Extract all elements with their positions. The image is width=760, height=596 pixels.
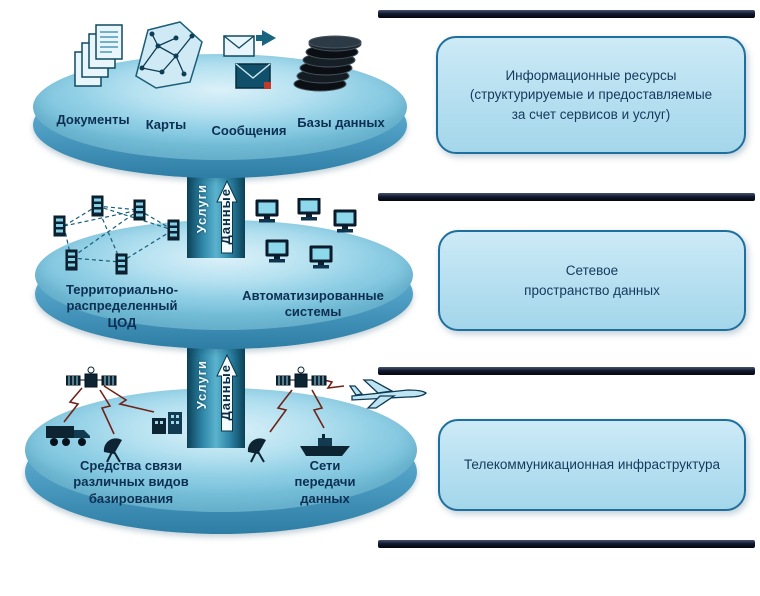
- signal-links: [63, 377, 345, 435]
- label-documents: Документы: [56, 112, 130, 127]
- label-databases: Базы данных: [297, 115, 385, 130]
- label-maps: Карты: [145, 117, 187, 132]
- label-comms-means: Средства связи различных видов базирован…: [73, 458, 189, 506]
- callout-telecom-infrastructure-text: Телекоммуникационная инфраструктура: [463, 457, 721, 473]
- callout-network-space: Сетевое пространство данных: [438, 230, 746, 331]
- callout-network-space-text: Сетевое пространство данных: [524, 262, 660, 298]
- messages-icon: [223, 30, 276, 89]
- callout-information-resources: Информационные ресурсы (структурируемые …: [436, 36, 746, 154]
- documents-icon: [74, 24, 123, 87]
- callout-information-resources-text: Информационные ресурсы (структурируемые …: [469, 67, 713, 122]
- distributed-network-icon: [53, 195, 180, 275]
- label-automated-systems: Автоматизированные системы: [242, 288, 384, 320]
- divider-bar-middle-2: [378, 367, 755, 375]
- divider-bar-bottom: [378, 540, 755, 548]
- label-distributed-dc: Территориально- распределенный ЦОД: [65, 282, 179, 330]
- label-messages: Сообщения: [211, 123, 287, 138]
- connector-network-telecom: Услуги Данные: [187, 338, 245, 448]
- up-arrow-icon: [216, 180, 238, 254]
- ship-icon: [300, 434, 350, 456]
- map-icon: [135, 21, 203, 89]
- buildings-icon: [152, 412, 182, 434]
- dish-antenna-icon: [103, 438, 122, 463]
- data-label: Данные: [218, 188, 233, 245]
- label-data-networks: Сети передачи данных: [294, 458, 356, 506]
- truck-icon: [46, 426, 90, 446]
- up-arrow-icon: [216, 354, 238, 432]
- divider-bar-middle-1: [378, 193, 755, 201]
- database-icon: [293, 35, 362, 92]
- callout-telecom-infrastructure: Телекоммуникационная инфраструктура: [438, 419, 746, 511]
- dish-antenna-icon: [247, 438, 266, 463]
- workstations-icon: [255, 198, 357, 269]
- airplane-icon: [348, 379, 427, 409]
- divider-bar-top: [378, 10, 755, 18]
- satellite-icon: [276, 366, 327, 388]
- services-label: Услуги: [194, 184, 209, 234]
- satellite-icon: [66, 366, 117, 388]
